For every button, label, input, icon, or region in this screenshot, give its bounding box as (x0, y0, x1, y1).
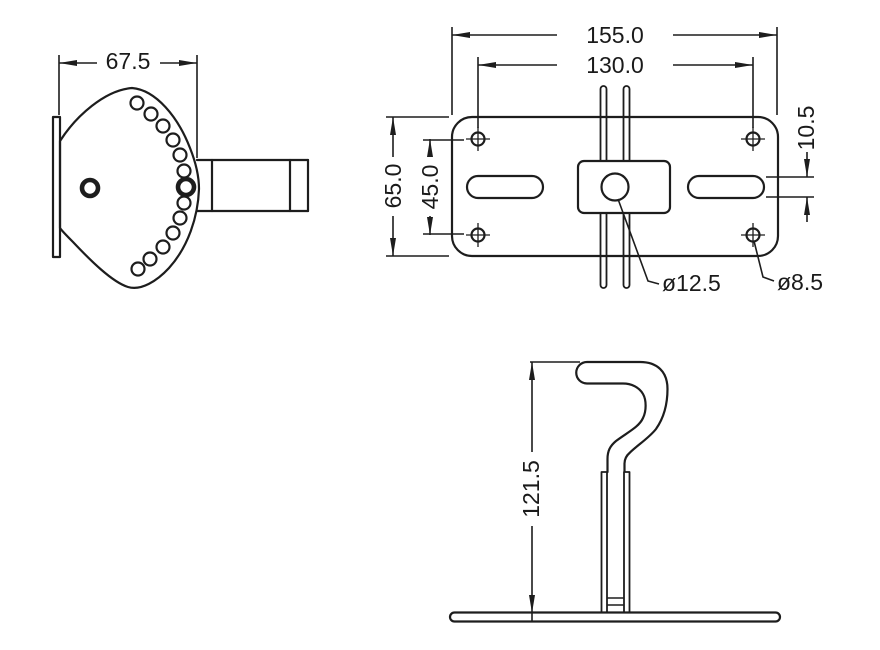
plan-slot-left (465, 174, 545, 200)
plan-center-hole (600, 172, 630, 202)
side-selected-hole (175, 176, 197, 198)
plan-corner-hole-top-right (741, 127, 765, 151)
dim-plan-corner-hole-dia: ø8.5 (753, 240, 823, 295)
dim-plan-overall-depth-label: 65.0 (380, 164, 406, 209)
plan-corner-hole-bottom-left (466, 223, 490, 247)
plan-corner-hole-bottom-right (741, 223, 765, 247)
front-hook-outline (575, 360, 669, 474)
dim-plan-hole-spacing-label: 130.0 (586, 52, 644, 78)
dim-plan-overall-depth: 65.0 (380, 116, 449, 257)
plan-corner-hole-top-left (466, 127, 490, 151)
dim-front-height: 121.5 (518, 361, 580, 622)
dim-plan-hole-spacing-v: 45.0 (417, 139, 464, 235)
side-view: 67.5 (51, 48, 310, 289)
dim-plan-slot-width: 10.5 (766, 106, 819, 222)
dim-plan-corner-hole-dia-label: ø8.5 (777, 269, 823, 295)
side-pivot-hole (79, 177, 101, 199)
side-shaft (195, 158, 310, 213)
front-sleeve (600, 471, 631, 614)
dim-plan-hole-spacing-v-label: 45.0 (417, 165, 443, 210)
side-adjustment-holes (129, 95, 197, 277)
dim-plan-center-hole-dia: ø12.5 (617, 198, 721, 296)
front-base-plate (448, 611, 782, 623)
dim-plan-overall-width: 155.0 (451, 22, 778, 115)
dim-side-width: 67.5 (58, 48, 198, 158)
plan-slot-right (686, 174, 766, 200)
plan-plate-outline (450, 115, 780, 258)
side-shell-outline (58, 86, 201, 289)
dim-front-height-label: 121.5 (518, 460, 544, 518)
front-view: 121.5 (448, 360, 782, 623)
front-rod-end (607, 597, 624, 606)
dim-plan-slot-width-label: 10.5 (793, 106, 819, 151)
plan-view: 155.0 130.0 65.0 (380, 22, 823, 296)
dim-plan-center-hole-dia-label: ø12.5 (662, 270, 721, 296)
dim-plan-hole-spacing: 130.0 (477, 52, 754, 128)
dim-plan-overall-width-label: 155.0 (586, 22, 644, 48)
dim-side-width-label: 67.5 (106, 48, 151, 74)
